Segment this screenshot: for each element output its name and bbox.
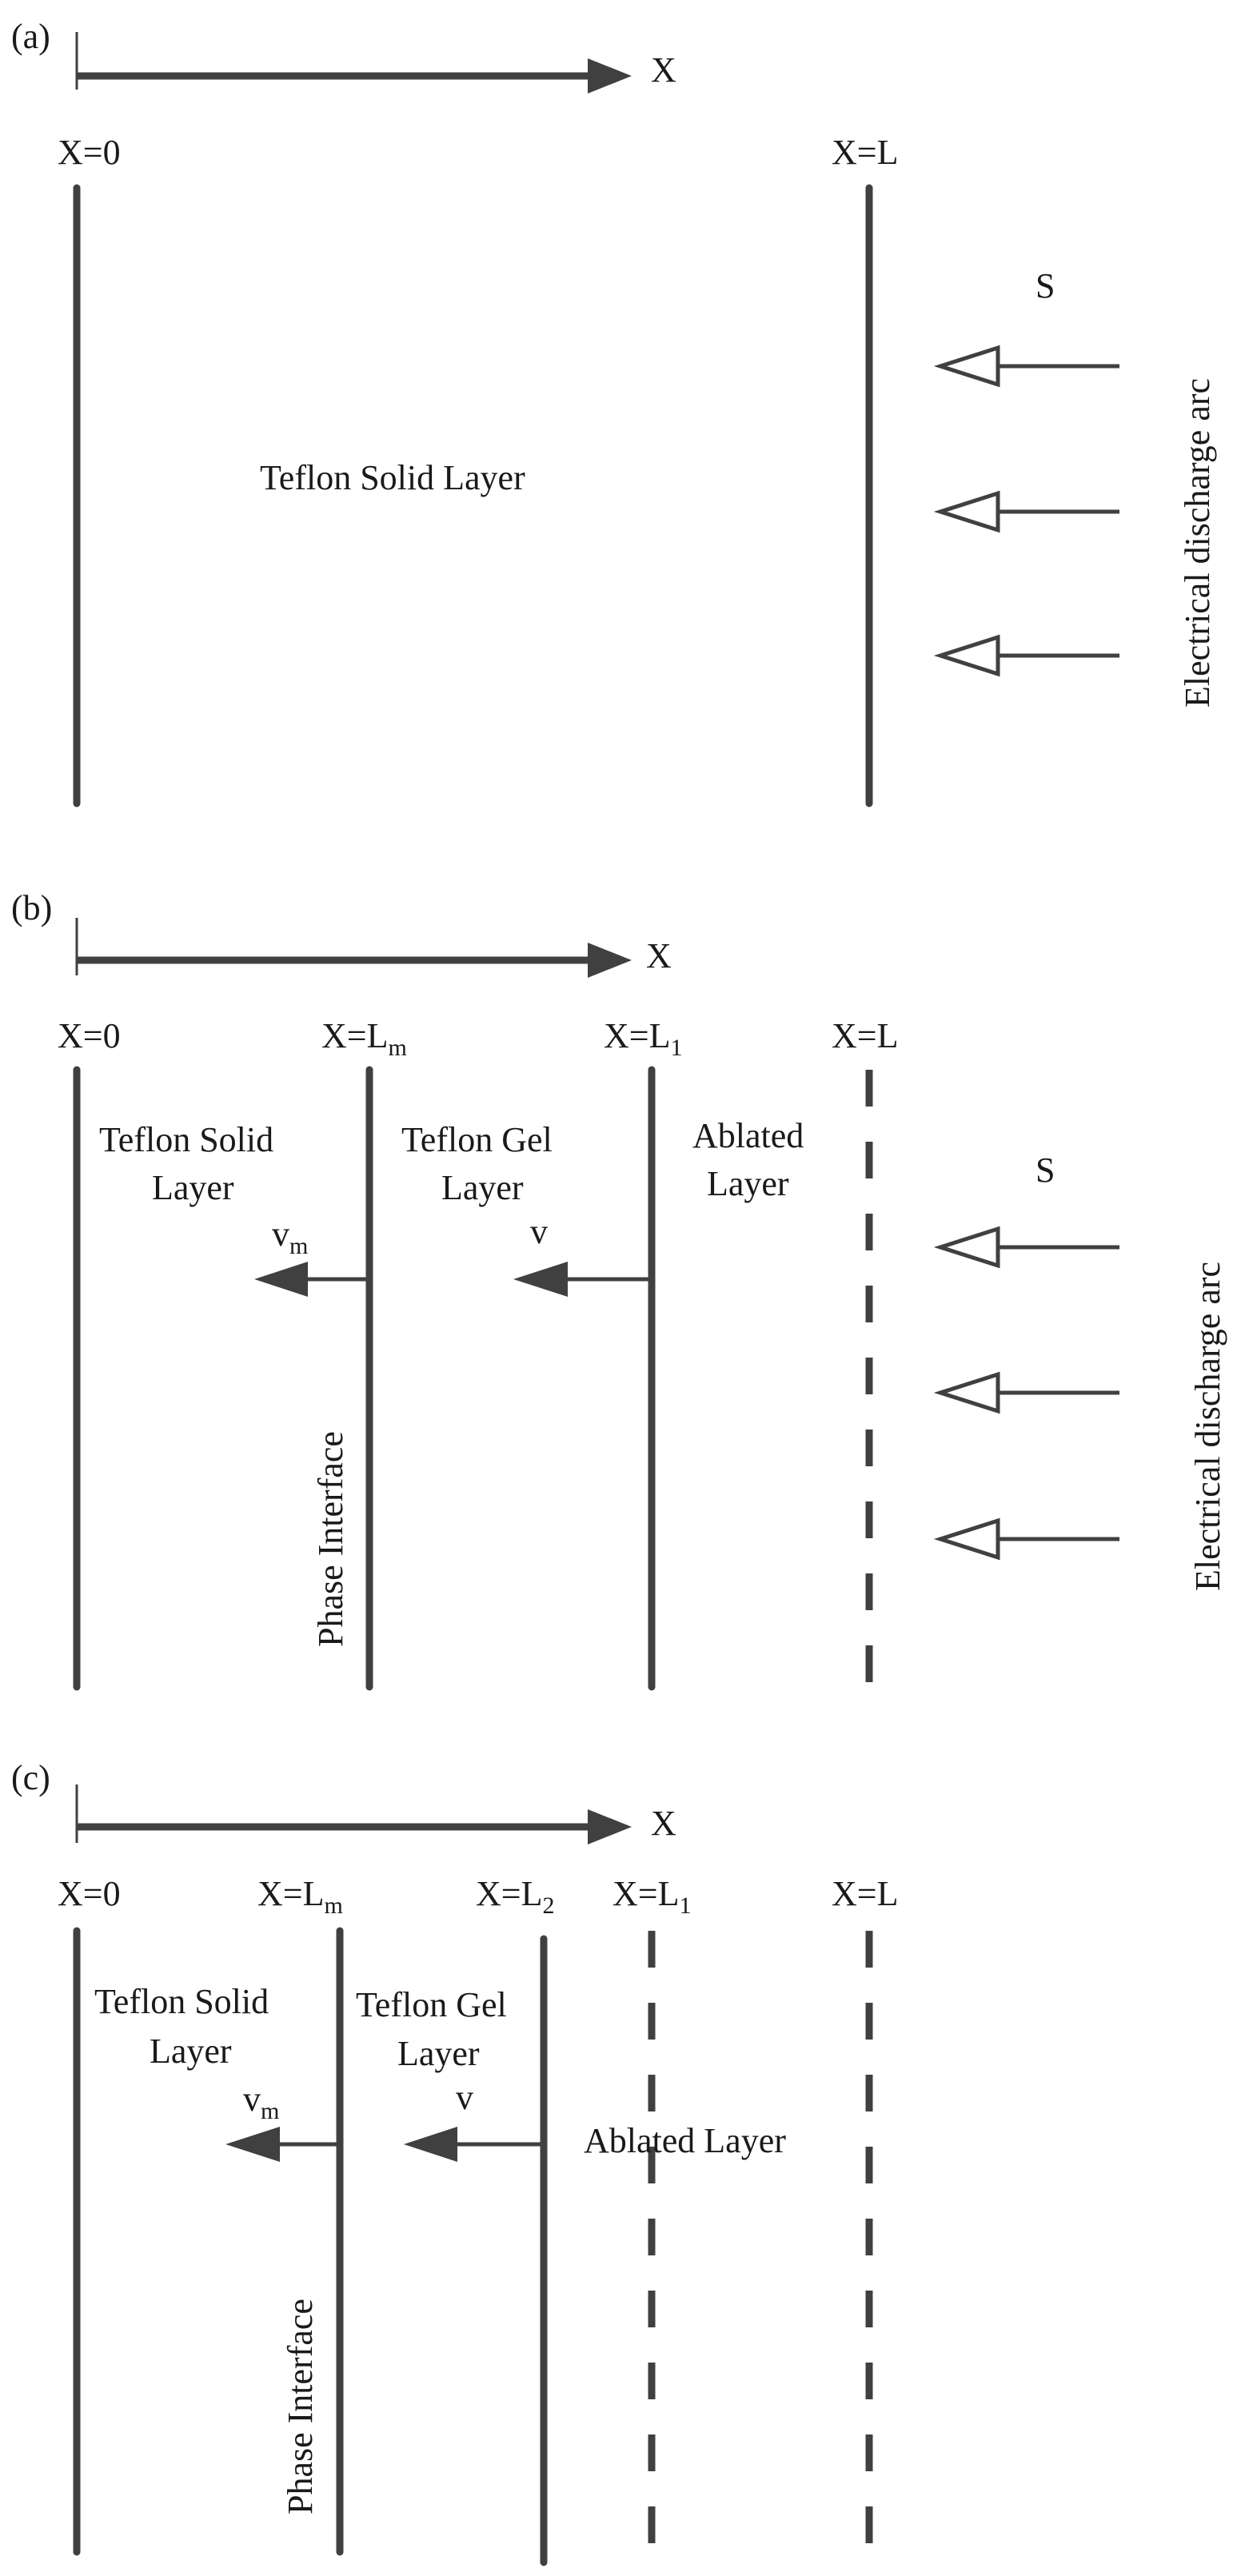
panel-a-x-axis-arrowhead — [588, 58, 632, 94]
panel-a-solid-layer-label: Teflon Solid Layer — [260, 458, 525, 497]
panel-a-arc-arrow — [933, 634, 1119, 677]
panel-b-solid-layer-label-line2: Layer — [152, 1168, 234, 1207]
panel-b-source-label: S — [1035, 1150, 1055, 1190]
panel-b-phase-interface-label: Phase Interface — [311, 1431, 350, 1647]
panel-b-tag: (b) — [11, 888, 52, 927]
panel-c-gel-layer-label-line2: Layer — [397, 2034, 480, 2073]
panel-a-arc-arrow — [933, 490, 1119, 533]
panel-a-tag: (a) — [11, 17, 50, 56]
panel-c-label-xL: X=L — [832, 1874, 898, 1913]
panel-a: (a) X X=0 X=L Teflon Solid Layer S Elect… — [11, 17, 1217, 807]
panel-c: (c) X X=0 X=Lm X=L2 X=L1 X=L Teflon Soli… — [11, 1758, 898, 2566]
panel-b-arc-arrow — [933, 1371, 1119, 1414]
panel-c-solid-layer-label-line1: Teflon Solid — [94, 1982, 269, 2021]
panel-c-solid-layer-label-line2: Layer — [150, 2032, 232, 2071]
panel-c-velocity-v-label: v — [456, 2078, 473, 2117]
panel-c-velocity-vm-label: vm — [243, 2080, 279, 2124]
panel-b-gel-layer-label-line2: Layer — [441, 1168, 524, 1207]
panel-b-label-x0: X=0 — [58, 1016, 121, 1055]
panel-b-label-xL: X=L — [832, 1016, 898, 1055]
panel-b: (b) X X=0 X=Lm X=L1 X=L Teflon Solid Lay… — [11, 888, 1227, 1691]
panel-a-arc-arrow — [933, 345, 1119, 388]
panel-b-x-axis-arrowhead — [588, 943, 632, 978]
panel-b-arc-arrow — [933, 1517, 1119, 1561]
panel-c-phase-interface-label: Phase Interface — [281, 2299, 320, 2514]
panel-b-velocity-vm-arrowhead — [254, 1262, 308, 1297]
panel-c-label-xLm: X=Lm — [257, 1874, 343, 1919]
panel-b-label-xLm: X=Lm — [321, 1016, 407, 1061]
panel-a-arc-label: Electrical discharge arc — [1178, 378, 1217, 708]
panel-c-x-axis-label: X — [651, 1804, 676, 1843]
panel-b-label-xL1: X=L1 — [604, 1016, 682, 1061]
panel-a-source-label: S — [1035, 266, 1055, 305]
panel-c-ablated-layer-label: Ablated Layer — [584, 2121, 786, 2160]
panel-c-tag: (c) — [11, 1758, 50, 1797]
panel-b-velocity-v-label: v — [530, 1212, 548, 1251]
panel-c-label-xL1: X=L1 — [613, 1874, 691, 1919]
panel-b-gel-layer-label-line1: Teflon Gel — [401, 1120, 553, 1159]
panel-c-label-x0: X=0 — [58, 1874, 121, 1913]
panel-c-velocity-v-arrowhead — [404, 2127, 457, 2162]
panel-c-label-xL2: X=L2 — [476, 1874, 554, 1919]
panel-b-arc-arrow — [933, 1226, 1119, 1269]
panel-a-x-axis-label: X — [651, 50, 676, 90]
panel-b-velocity-v-arrowhead — [513, 1262, 568, 1297]
panel-a-label-xL: X=L — [832, 133, 898, 172]
panel-c-x-axis-arrowhead — [588, 1809, 632, 1844]
panel-b-velocity-vm-label: vm — [272, 1214, 308, 1259]
panel-b-ablated-layer-label-line1: Ablated — [692, 1116, 804, 1155]
panel-c-gel-layer-label-line1: Teflon Gel — [356, 1985, 507, 2024]
panel-b-arc-label: Electrical discharge arc — [1188, 1262, 1227, 1591]
panel-b-solid-layer-label-line1: Teflon Solid — [99, 1120, 273, 1159]
panel-b-x-axis-label: X — [646, 936, 672, 975]
panel-c-velocity-vm-arrowhead — [225, 2127, 280, 2162]
panel-a-label-x0: X=0 — [58, 133, 121, 172]
panel-b-ablated-layer-label-line2: Layer — [707, 1164, 789, 1203]
